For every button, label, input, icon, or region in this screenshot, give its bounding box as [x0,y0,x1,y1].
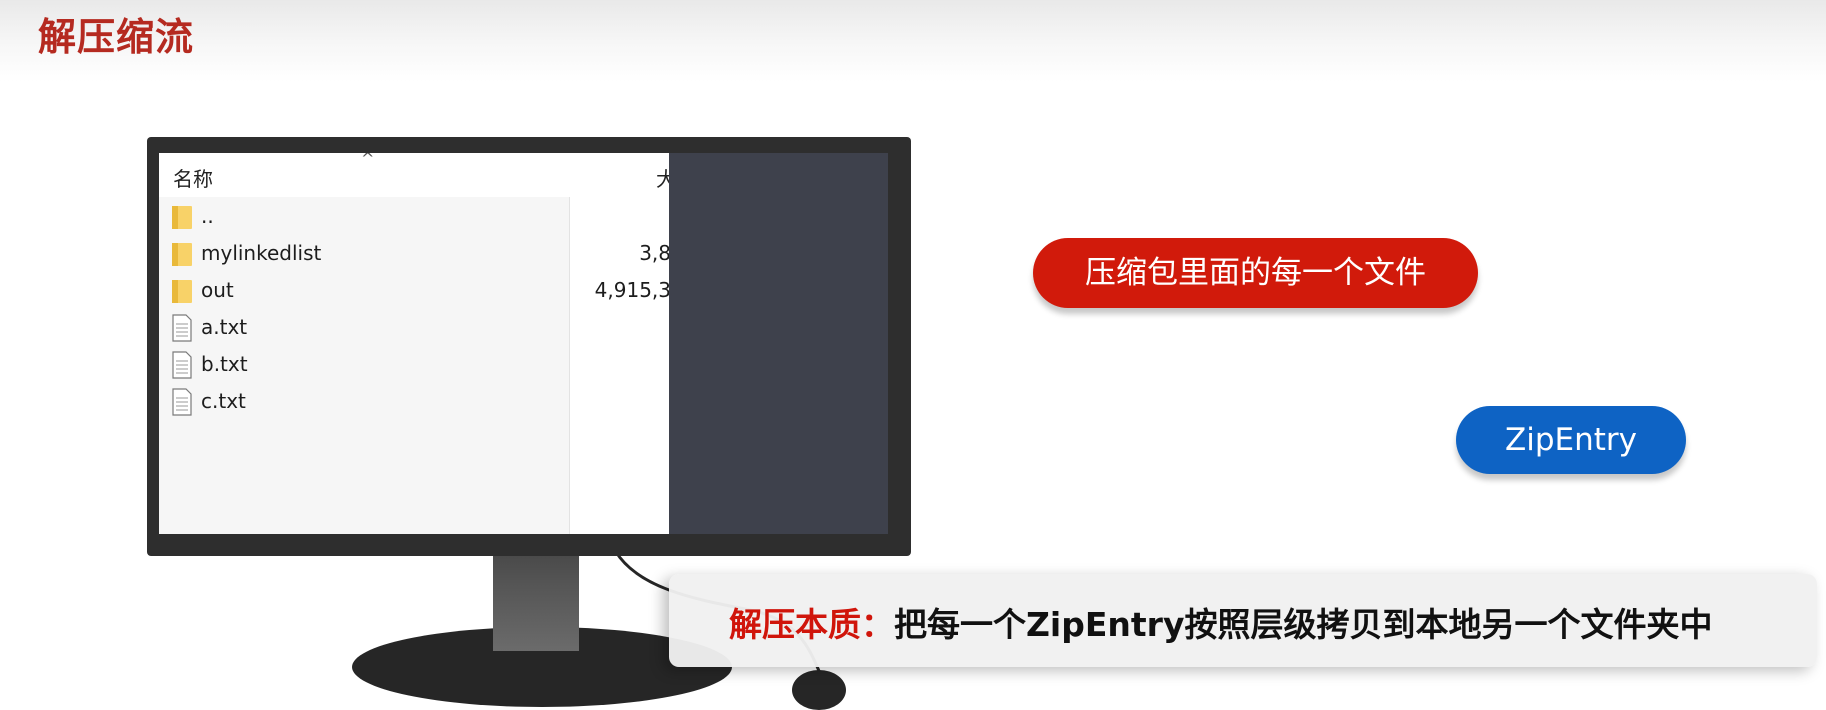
file-row[interactable]: out 4,915,3 [171,273,671,309]
folder-icon [172,243,192,266]
folder-icon [172,206,192,229]
file-row[interactable]: b.txt [171,347,671,383]
slide-header-bar [0,0,1826,82]
caption-body: 把每一个ZipEntry按照层级拷贝到本地另一个文件夹中 [894,605,1713,644]
column-header-name[interactable]: 名称 [173,167,213,191]
caption-box: 解压本质：把每一个ZipEntry按照层级拷贝到本地另一个文件夹中 [669,574,1817,667]
file-name: out [201,278,234,302]
file-size: 4,915,3 [594,278,671,302]
file-name: c.txt [201,389,246,413]
zip-file-entries-label: 压缩包里面的每一个文件 [1033,238,1478,308]
monitor-stand-neck [493,556,579,651]
mouse [792,670,846,710]
file-row[interactable]: .. [171,199,671,235]
file-row[interactable]: mylinkedlist 3,8 [171,236,671,272]
file-row[interactable]: c.txt [171,384,671,420]
zipentry-label: ZipEntry [1456,406,1686,474]
folder-icon [172,280,192,303]
text-file-icon [172,388,192,416]
screen-dark-overlay [669,153,888,534]
text-file-icon [172,351,192,379]
file-size: 3,8 [639,241,671,265]
text-file-icon [172,314,192,342]
file-name: b.txt [201,352,248,376]
size-column [569,153,670,534]
caption-label: 解压本质： [729,605,894,644]
file-name: mylinkedlist [201,241,322,265]
page-title: 解压缩流 [38,15,195,59]
monitor: 名称 ^ 大 .. mylinkedlist 3,8 out 4,915,3 a… [147,137,911,556]
sort-ascending-icon: ^ [361,153,375,168]
file-name: .. [201,204,214,228]
file-name: a.txt [201,315,248,339]
name-column [159,153,569,534]
file-explorer-window: 名称 ^ 大 .. mylinkedlist 3,8 out 4,915,3 a… [159,153,888,534]
file-row[interactable]: a.txt [171,310,671,346]
column-header-row: 名称 ^ 大 [159,153,676,197]
caption-text: 解压本质：把每一个ZipEntry按照层级拷贝到本地另一个文件夹中 [729,598,1712,646]
